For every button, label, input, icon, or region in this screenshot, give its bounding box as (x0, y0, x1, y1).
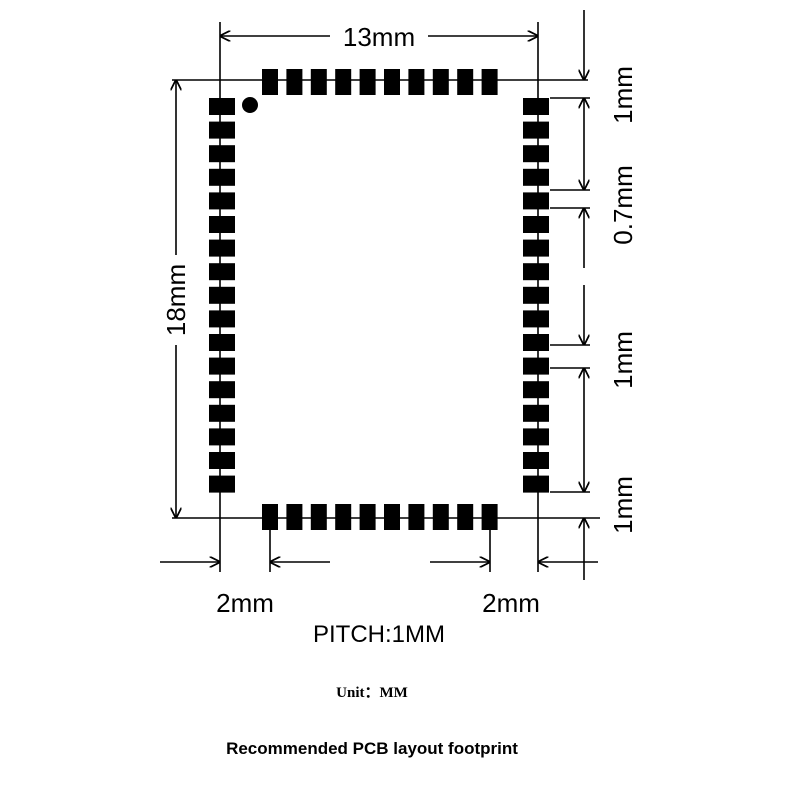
bottom-pad (335, 504, 352, 530)
left-pad (209, 286, 235, 304)
right-pad (523, 168, 549, 186)
left-pad (209, 263, 235, 281)
width-dimension-label: 13mm (343, 22, 415, 52)
bottom-pad (262, 504, 278, 530)
top-pad (310, 69, 327, 95)
top-pad (457, 69, 474, 95)
extension-lines (172, 22, 600, 572)
bottom-pad (432, 504, 449, 530)
right-pad-column (523, 98, 549, 493)
left-pad-column (209, 98, 235, 493)
left-pad (209, 357, 235, 375)
footprint-title: Recommended PCB layout footprint (226, 739, 518, 758)
right-pad (523, 310, 549, 328)
left-pad (209, 452, 235, 469)
right-pad (523, 286, 549, 304)
right-pad (523, 121, 549, 139)
bottom-pad (359, 504, 376, 530)
left-pad (209, 121, 235, 139)
right-pad (523, 334, 549, 351)
left-offset-dimension-label: 2mm (216, 588, 274, 618)
bottom-pad (408, 504, 425, 530)
right-pad (523, 381, 549, 399)
right-offset-dimension-label: 2mm (482, 588, 540, 618)
right-pad (523, 428, 549, 446)
left-pad (209, 381, 235, 399)
unit-label: Unit：MM (336, 685, 408, 701)
left-pad (209, 192, 235, 210)
pitch-label: PITCH:1MM (313, 621, 445, 648)
top-pad (481, 69, 498, 95)
pin1-marker (242, 97, 258, 113)
left-pad (209, 475, 235, 493)
right-pad (523, 263, 549, 281)
top-margin-dimension-label: 1mm (608, 66, 638, 124)
top-pad (359, 69, 376, 95)
left-pad (209, 216, 235, 233)
bottom-pad (286, 504, 303, 530)
left-pad (209, 334, 235, 351)
top-pad (432, 69, 449, 95)
right-pad (523, 98, 549, 115)
bottom-margin-dimension-label: 1mm (608, 476, 638, 534)
top-pad (408, 69, 425, 95)
bottom-pad (481, 504, 498, 530)
right-upper-dimension-label: 0.7mm (608, 165, 638, 244)
dimension-arrows (160, 10, 598, 580)
height-dimension-label: 18mm (161, 264, 191, 336)
left-pad (209, 168, 235, 186)
left-pad (209, 310, 235, 328)
top-pad-row (262, 69, 498, 95)
left-pad (209, 239, 235, 257)
top-pad (262, 69, 278, 95)
right-pad (523, 145, 549, 163)
top-pad (335, 69, 352, 95)
top-pad (384, 69, 400, 95)
right-pad (523, 404, 549, 422)
right-pad (523, 475, 549, 493)
top-pad (286, 69, 303, 95)
right-pad (523, 239, 549, 257)
right-pad (523, 216, 549, 233)
left-pad (209, 404, 235, 422)
left-pad (209, 145, 235, 163)
bottom-pad (384, 504, 400, 530)
bottom-pad (310, 504, 327, 530)
left-pad (209, 98, 235, 115)
right-pad (523, 192, 549, 210)
left-pad (209, 428, 235, 446)
right-pad (523, 357, 549, 375)
bottom-pad-row (262, 504, 498, 530)
bottom-pad (457, 504, 474, 530)
right-lower-dimension-label: 1mm (608, 331, 638, 389)
right-pad (523, 452, 549, 469)
